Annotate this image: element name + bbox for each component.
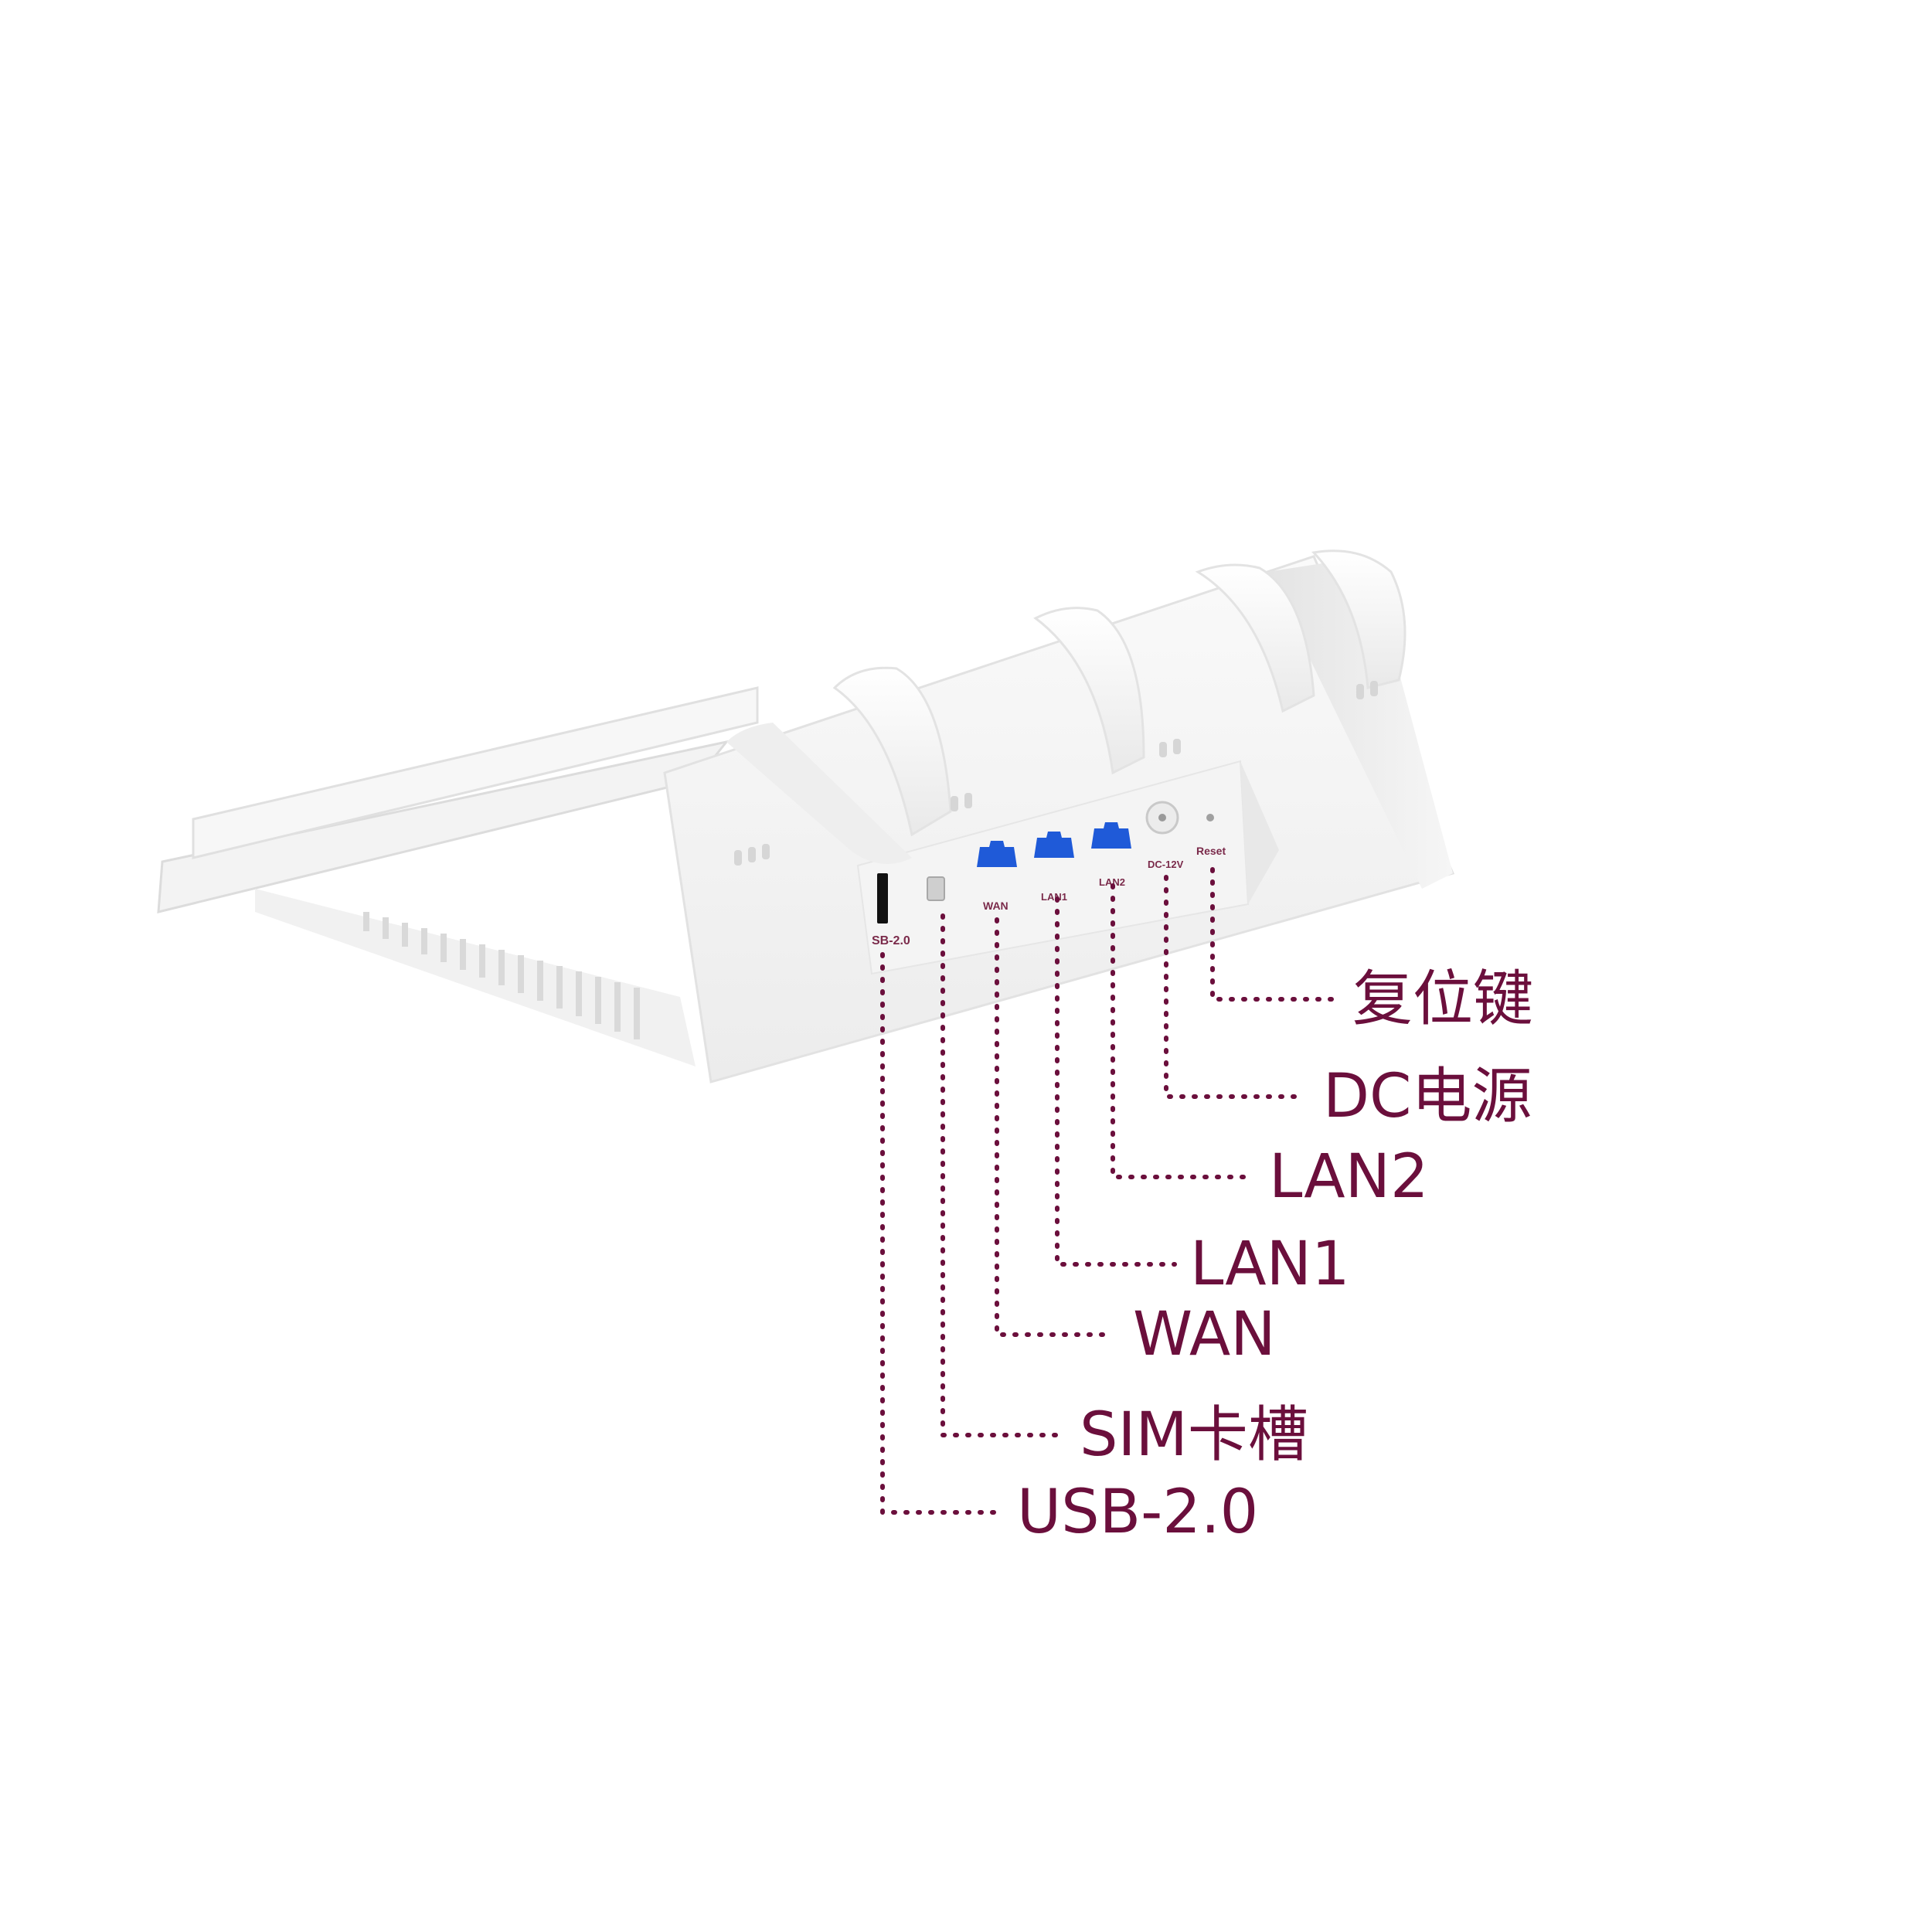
panel-label-lan1: LAN1 (1041, 891, 1067, 903)
leader-lan1 (1055, 896, 1177, 1267)
leader-wan (995, 917, 1115, 1337)
reset-hole (1206, 814, 1214, 821)
leader-dc (1164, 875, 1304, 1099)
wan-port (977, 841, 1017, 867)
leader-usb (880, 952, 1003, 1515)
panel-label-wan: WAN (983, 900, 1009, 912)
sim-slot (927, 876, 945, 901)
callout-lan2: LAN2 (1269, 1142, 1429, 1212)
leader-reset (1210, 867, 1339, 1002)
panel-label-lan2: LAN2 (1099, 876, 1125, 888)
usb-port (877, 873, 888, 923)
callout-usb: USB-2.0 (1017, 1478, 1259, 1547)
leader-lines (880, 867, 1339, 1515)
panel-label-usb: SB-2.0 (872, 934, 910, 947)
lan2-port (1091, 822, 1131, 849)
callout-wan: WAN (1133, 1300, 1276, 1369)
antenna-shells (363, 549, 1406, 1039)
panel-label-reset: Reset (1196, 845, 1226, 857)
lan1-port (1034, 832, 1074, 858)
leader-lan2 (1111, 883, 1254, 1179)
callout-lan1: LAN1 (1190, 1230, 1350, 1299)
callout-dc-power: DC电源 (1323, 1062, 1532, 1131)
panel-label-dc: DC-12V (1148, 859, 1184, 870)
callout-sim-slot: SIM卡槽 (1080, 1400, 1308, 1470)
leader-sim (940, 913, 1061, 1437)
callout-reset: 复位键 (1352, 964, 1534, 1034)
rear-ports: SB-2.0 WAN LAN1 LAN2 DC-12V Reset (872, 801, 1226, 947)
